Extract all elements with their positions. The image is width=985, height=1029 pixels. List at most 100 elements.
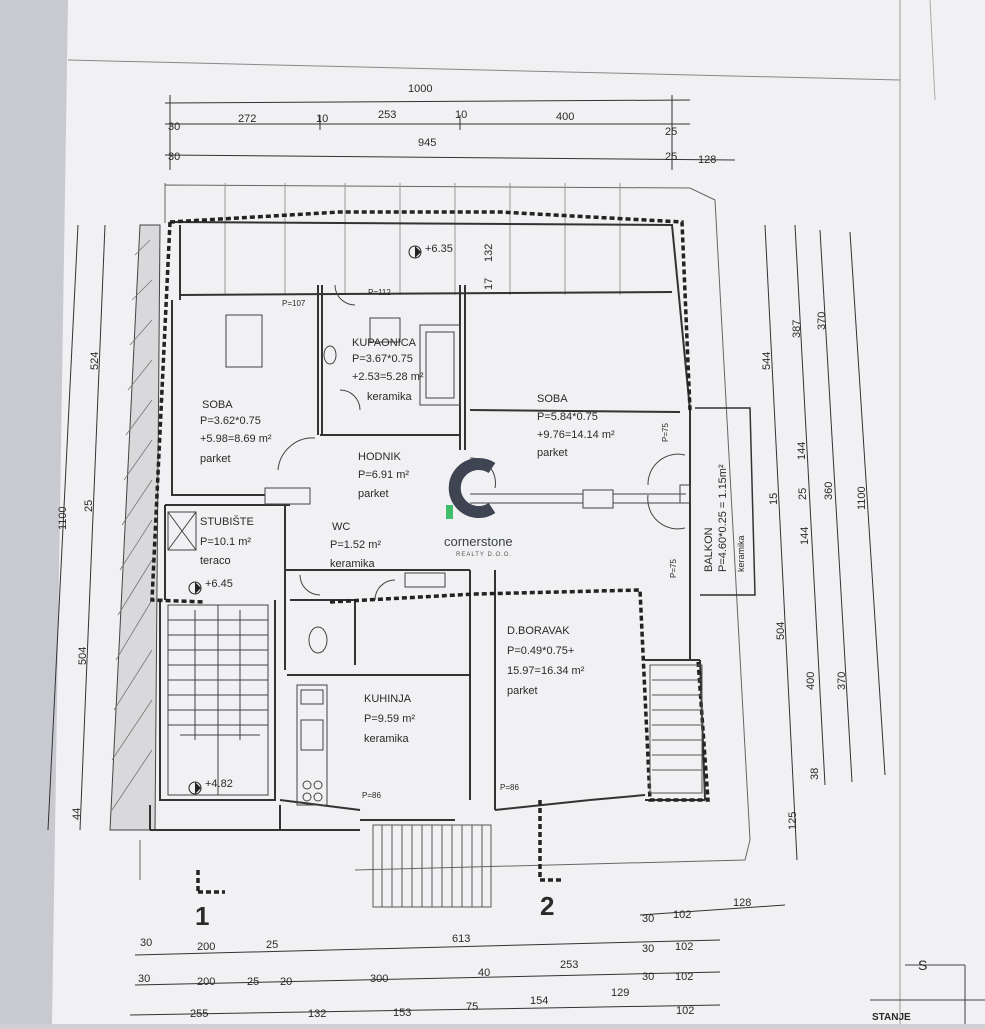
door-label-p75b: P=75 (669, 559, 678, 578)
room-name: BALKON (703, 527, 715, 572)
dim-bottom-1-b: 102 (673, 909, 691, 921)
logo-subtitle: REALTY D.O.O. (456, 552, 512, 558)
room-name: WC (332, 521, 350, 533)
dim-right-144a: 144 (796, 442, 808, 460)
dim-top-3-c: 25 (665, 151, 677, 163)
title-block-corner: S STANJE (870, 957, 985, 1024)
room-area-2: 15.97=16.34 m² (507, 665, 585, 677)
title-block-text: STANJE (872, 1012, 911, 1023)
dim-top-1000: 1000 (408, 83, 432, 95)
room-area-2: +5.98=8.69 m² (200, 433, 272, 445)
room-floor: keramika (364, 733, 410, 745)
dim-top-2-b: 272 (238, 113, 256, 125)
room-area-1: P=6.91 m² (358, 469, 409, 481)
dim-right-360: 360 (823, 482, 835, 500)
dim-right-370b: 370 (836, 672, 848, 690)
room-floor: keramika (330, 558, 376, 570)
dim-bottom-3-a: 30 (138, 973, 150, 985)
top-dimension-lines (164, 95, 736, 170)
dim-bottom-3-c: 25 (247, 976, 259, 988)
dashed-roof-line (150, 210, 710, 894)
dim-bottom-2-f: 102 (675, 941, 693, 953)
dim-bottom-3-f: 40 (478, 967, 490, 979)
dim-bottom-2-c: 25 (266, 939, 278, 951)
room-area-2: +2.53=5.28 m² (352, 371, 424, 383)
dim-right-370a: 370 (816, 312, 828, 330)
dim-bottom-4-c: 153 (393, 1007, 411, 1019)
dim-top-3-d: 128 (698, 154, 716, 166)
room-name: SOBA (202, 399, 233, 411)
roof-outline (139, 183, 751, 880)
room-soba-left: SOBA P=3.62*0.75 +5.98=8.69 m² parket (200, 399, 272, 465)
logo-wordmark: cornerstone (444, 534, 513, 549)
dim-bottom-4-d: 75 (466, 1001, 478, 1013)
dim-bottom-4-g: 102 (676, 1005, 694, 1017)
dim-bottom-4-b: 132 (308, 1008, 326, 1020)
room-area-2: +9.76=14.14 m² (537, 429, 615, 441)
dim-top-3-a: 30 (168, 151, 180, 163)
dim-left-25: 25 (83, 500, 95, 512)
left-dimension-lines (47, 224, 106, 831)
room-name: KUHINJA (364, 693, 412, 705)
dim-right-400: 400 (805, 672, 817, 690)
level-stair-bottom: +4.82 (205, 778, 233, 790)
dim-left-504: 504 (77, 647, 89, 665)
dim-top-2-c: 10 (316, 113, 328, 125)
dim-interior-17: 17 (483, 278, 495, 290)
balcony (695, 407, 756, 596)
dim-left-524: 524 (89, 352, 101, 370)
dim-bottom-1-a: 30 (642, 913, 654, 925)
door-label-p86b: P=86 (500, 783, 519, 792)
room-floor: teraco (200, 555, 231, 567)
dim-bottom-4-e: 154 (530, 995, 548, 1007)
room-floor: parket (507, 685, 538, 697)
dim-bottom-3-b: 200 (197, 976, 215, 988)
bottom-dimension-lines (129, 904, 786, 1016)
dim-right-15: 15 (768, 493, 780, 505)
level-markers (188, 245, 422, 795)
room-area-1: P=3.67*0.75 (352, 353, 413, 365)
dim-bottom-3-g: 253 (560, 959, 578, 971)
right-dimension-lines (764, 224, 886, 861)
room-area-1: P=0.49*0.75+ (507, 645, 574, 657)
dim-right-1100: 1100 (856, 486, 868, 510)
room-hodnik: HODNIK P=6.91 m² parket (358, 451, 409, 500)
dim-bottom-3-d: 20 (280, 976, 292, 988)
room-name: SOBA (537, 393, 568, 405)
dim-top-2-a: 30 (168, 121, 180, 133)
dim-right-25: 25 (797, 488, 809, 500)
dim-top-3-b: 945 (418, 137, 436, 149)
dim-bottom-3-h: 30 (642, 971, 654, 983)
room-floor: keramika (367, 391, 413, 403)
room-area-1: P=5.84*0.75 (537, 411, 598, 423)
dim-right-387: 387 (791, 320, 803, 338)
dim-top-2-e: 10 (455, 109, 467, 121)
dim-left-1100: 1100 (57, 506, 69, 530)
dim-bottom-3-i: 102 (675, 971, 693, 983)
dim-right-38: 38 (809, 768, 821, 780)
dim-bottom-2-e: 30 (642, 943, 654, 955)
room-kupaonica: KUPAONICA P=3.67*0.75 +2.53=5.28 m² kera… (352, 337, 424, 403)
dim-bottom-4-f: 129 (611, 987, 629, 999)
dim-left-44: 44 (71, 808, 83, 820)
level-stair-mid: +6.45 (205, 578, 233, 590)
room-wc: WC P=1.52 m² keramika (330, 521, 381, 570)
room-soba-right: SOBA P=5.84*0.75 +9.76=14.14 m² parket (537, 393, 615, 459)
dim-right-504: 504 (775, 622, 787, 640)
room-name: HODNIK (358, 451, 401, 463)
dim-right-544: 544 (761, 352, 773, 370)
dim-bottom-2-a: 30 (140, 937, 152, 949)
room-kuhinja: KUHINJA P=9.59 m² keramika (364, 693, 415, 745)
room-name: KUPAONICA (352, 337, 417, 349)
door-label-p75a: P=75 (661, 423, 670, 442)
dim-top-2-d: 253 (378, 109, 396, 121)
section-marker-1: 1 (195, 901, 209, 931)
room-area-1: P=10.1 m² (200, 536, 251, 548)
room-floor: parket (537, 447, 568, 459)
room-boravak: D.BORAVAK P=0.49*0.75+ 15.97=16.34 m² pa… (507, 625, 585, 697)
section-marker-2: 2 (540, 891, 554, 921)
dim-interior-132: 132 (483, 244, 495, 262)
room-stubiste: STUBIŠTE P=10.1 m² teraco (200, 515, 254, 567)
